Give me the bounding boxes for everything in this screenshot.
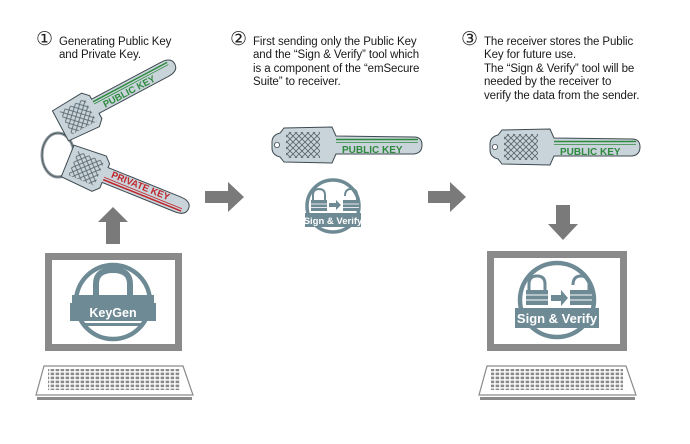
closed-lock-icon [311, 187, 327, 211]
step-3-line: The receiver stores the Public [484, 36, 634, 48]
step-3-number: ③ [461, 29, 479, 50]
step-1-text: Generating Public Key and Private Key. [59, 36, 171, 63]
arrow-right-icon [205, 182, 244, 212]
keygen-lock-icon: KeyGen [70, 262, 156, 342]
public-key-icon: PUBLIC KEY [271, 126, 423, 164]
keyboard-icon [35, 365, 194, 400]
keyboard-icon [478, 365, 637, 400]
step-1-line: and Private Key. [59, 49, 141, 62]
step-3-line: Key for future use. [484, 49, 577, 62]
public-key-label: PUBLIC KEY [342, 145, 403, 156]
step-2-line: and the “Sign & Verify” tool which [253, 49, 419, 62]
step-2-number: ② [230, 29, 248, 50]
keygen-label: KeyGen [89, 306, 136, 320]
arrow-up-icon [98, 207, 128, 244]
open-lock-icon [570, 274, 592, 305]
step-2-line: Suite” to receiver. [253, 76, 341, 89]
private-key-icon: PRIVATE KEY [60, 144, 190, 214]
step-3-text: The receiver stores the Public Key for f… [484, 36, 639, 103]
step-3-line: The “Sign & Verify” tool will be [484, 62, 635, 75]
step-2-line: First sending only the Public Key [253, 36, 417, 48]
sign-verify-label: Sign & Verify [304, 216, 363, 227]
closed-lock-icon [526, 274, 548, 305]
sign-verify-label: Sign & Verify [517, 311, 598, 326]
step-1-number: ① [36, 29, 54, 50]
arrow-right-icon [428, 182, 466, 212]
sign-verify-emblem: Sign & Verify [304, 178, 363, 234]
public-key-icon: PUBLIC KEY [51, 59, 177, 142]
step-2-text: First sending only the Public Key and th… [253, 36, 419, 90]
step-1-line: Generating Public Key [59, 36, 172, 48]
sign-verify-emblem: Sign & Verify [515, 260, 599, 340]
arrow-down-icon [548, 205, 578, 240]
step-2-line: is a component of the “emSecure [253, 62, 420, 75]
keygen-computer: KeyGen [35, 253, 194, 400]
arrow-right-icon [551, 290, 568, 306]
public-key-icon: PUBLIC KEY [489, 128, 641, 166]
arrow-right-icon [329, 200, 341, 210]
public-key-label: PUBLIC KEY [560, 147, 621, 158]
step-3-line: needed by the receiver to [484, 76, 612, 89]
sign-verify-computer: Sign & Verify [478, 251, 637, 400]
step-3-line: verify the data from the sender. [484, 89, 640, 102]
open-lock-icon [343, 187, 359, 211]
